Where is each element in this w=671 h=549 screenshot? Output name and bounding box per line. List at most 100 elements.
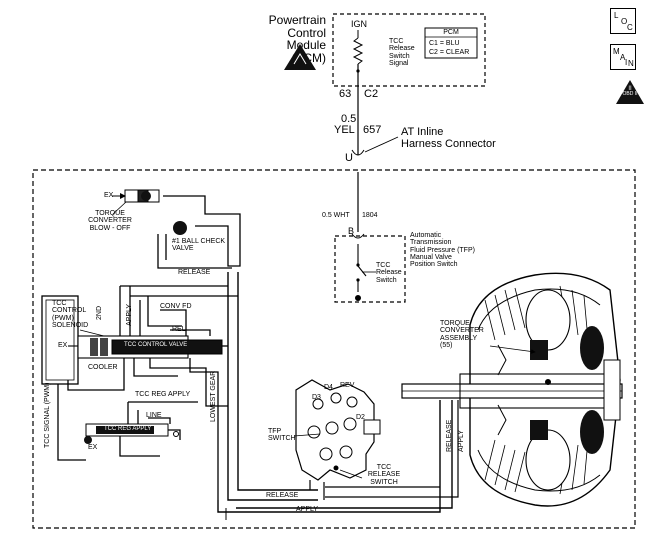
obd-sub: OBD II <box>622 91 638 98</box>
wire-gauge-2: 0.5 WHT <box>322 212 350 219</box>
tcc-reg-apply-valve-label: TCC REG APPLY <box>104 426 152 432</box>
release-switch-line: RELEASE <box>367 471 401 479</box>
tfp-label-line: Position Switch <box>410 261 458 269</box>
manual-valve-body <box>295 379 375 481</box>
check-valve-line: #1 BALL CHECK <box>172 238 226 245</box>
tfp-switch-name: TFP SWITCH <box>268 428 296 443</box>
tfp-label-line: Fluid Pressure (TFP) <box>410 246 475 254</box>
d4-label: D4 <box>324 384 333 391</box>
converter-label-line: ASSEMBLY <box>440 334 478 342</box>
main-letter: N <box>628 59 634 68</box>
tfp-switch-name-line: SWITCH <box>268 435 296 443</box>
tcc-release-switch-line: Release <box>376 269 402 277</box>
wire-circuit-2: 1804 <box>362 212 378 219</box>
conv-fd-label: CONV FD <box>160 303 192 310</box>
release-label-right: RELEASE <box>446 419 453 452</box>
tcc-release-switch-lower: TCC RELEASE SWITCH <box>362 464 406 486</box>
exhaust-label-2: EX <box>58 342 68 349</box>
torque-converter-label: TORQUE CONVERTER ASSEMBLY (55) <box>440 320 484 349</box>
loc-letter: L <box>614 11 619 20</box>
apply-label-vertical: APPLY <box>126 303 133 326</box>
loc-letter: O <box>621 17 628 26</box>
pcm-title-line: Control <box>287 25 326 40</box>
tcc-control-valve-label: TCC CONTROL VALVE <box>124 342 188 348</box>
transmission-boundary <box>32 169 636 529</box>
wire-circuit: 657 <box>363 124 382 136</box>
converter-label-line: CONVERTER <box>440 327 484 335</box>
obd-warning-icon[interactable]: II OBD II <box>616 86 644 98</box>
cooler-label: COOLER <box>88 364 118 371</box>
tcc-reg-apply-label: TCC REG APPLY <box>135 391 191 398</box>
d2-label: D2 <box>356 414 365 421</box>
tcc-control-valve-body <box>111 339 223 355</box>
pcm-legend-box <box>424 27 478 59</box>
blowoff-line: TORQUE <box>95 210 125 217</box>
apply-label-bottom: APPLY <box>296 506 319 513</box>
pcm-legend-c2: C2 = CLEAR <box>429 49 470 56</box>
inline-connector-label: AT Inline Harness Connector <box>401 126 496 150</box>
resistor-symbol <box>352 37 364 65</box>
switch-label-line: TCC <box>389 38 404 45</box>
tfp-switch-box <box>334 235 406 303</box>
tcc-release-switch-label: TCC Release Switch <box>376 262 402 284</box>
tcc-control-solenoid-label: TCC CONTROL (PWM) SOLENOID <box>52 300 88 329</box>
d3-label: D3 <box>312 394 321 401</box>
tfp-switch-name-line: TFP <box>268 428 282 435</box>
wire-gauge: 0.5 <box>341 113 357 125</box>
solenoid-line: TCC <box>52 300 67 307</box>
main-letter: A <box>620 53 626 62</box>
release-label-top: RELEASE <box>178 269 211 276</box>
pcm-title-line: Module <box>286 38 326 53</box>
tcc-release-switch-line: TCC <box>376 262 391 269</box>
location-icon[interactable]: L O C <box>610 8 636 34</box>
main-letter: M <box>613 47 620 56</box>
switch-label-line: Release <box>389 45 415 53</box>
wire-color: YEL <box>334 124 355 136</box>
tcc-release-switch-signal-label: TCC Release Switch Signal <box>389 38 415 67</box>
main-letter: I <box>625 58 628 67</box>
pcm-title: Powertrain Control Module (PCM) <box>260 14 326 64</box>
pcm-legend-c1: C1 = BLU <box>429 40 460 47</box>
inline-pin-u: U <box>345 152 353 164</box>
connector-id: C2 <box>364 88 379 100</box>
second-gear-label: 2ND <box>96 305 103 320</box>
exhaust-label: EX <box>104 192 114 199</box>
pcm-title-line: (PCM) <box>291 50 326 65</box>
release-switch-line: TCC <box>376 464 392 471</box>
switch-label-line: Signal <box>389 60 409 68</box>
rel-label: REL <box>172 326 186 333</box>
switch-label-line: Switch <box>389 52 410 60</box>
check-valve-line: VALVE <box>172 245 194 253</box>
main-index-icon[interactable]: M A I N <box>610 44 636 70</box>
tfp-label: Automatic Transmission Fluid Pressure (T… <box>410 232 475 269</box>
tcc-release-switch-line: Switch <box>376 276 397 284</box>
inline-label-line: AT Inline <box>401 126 444 138</box>
tcc-signal-label: TCC SIGNAL (PWM) <box>44 382 51 448</box>
loc-letter: C <box>627 23 633 32</box>
pcm-legend-title: PCM <box>443 29 459 36</box>
converter-label-line: (55) <box>440 342 453 350</box>
solenoid-line: CONTROL <box>52 307 87 315</box>
line-label: LINE <box>146 412 162 419</box>
solenoid-line: SOLENOID <box>52 322 89 330</box>
inline-label-line: Harness Connector <box>401 137 496 150</box>
apply-label-right: APPLY <box>458 429 465 452</box>
pcm-title-line: Powertrain <box>268 13 326 27</box>
release-switch-line: SWITCH <box>370 478 398 486</box>
tfp-label-line: Automatic <box>410 232 442 239</box>
blowoff-line: CONVERTER <box>88 217 132 225</box>
ign-label: IGN <box>351 19 368 29</box>
blowoff-label: TORQUE CONVERTER BLOW - OFF <box>80 210 140 232</box>
inline-pin-b: B <box>348 226 355 236</box>
pin-number: 63 <box>339 88 352 100</box>
solenoid-line: (PWM) <box>52 314 74 322</box>
check-valve-label: #1 BALL CHECK VALVE <box>172 238 225 253</box>
blowoff-line: BLOW - OFF <box>89 224 131 232</box>
tfp-label-line: Transmission <box>410 239 452 247</box>
torque-converter-drawing <box>401 272 623 507</box>
converter-label-line: TORQUE <box>440 320 470 327</box>
lowest-gear-label: LOWEST GEAR <box>210 370 217 422</box>
tfp-label-line: Manual Valve <box>410 254 452 262</box>
exhaust-label-3: EX <box>88 444 98 451</box>
